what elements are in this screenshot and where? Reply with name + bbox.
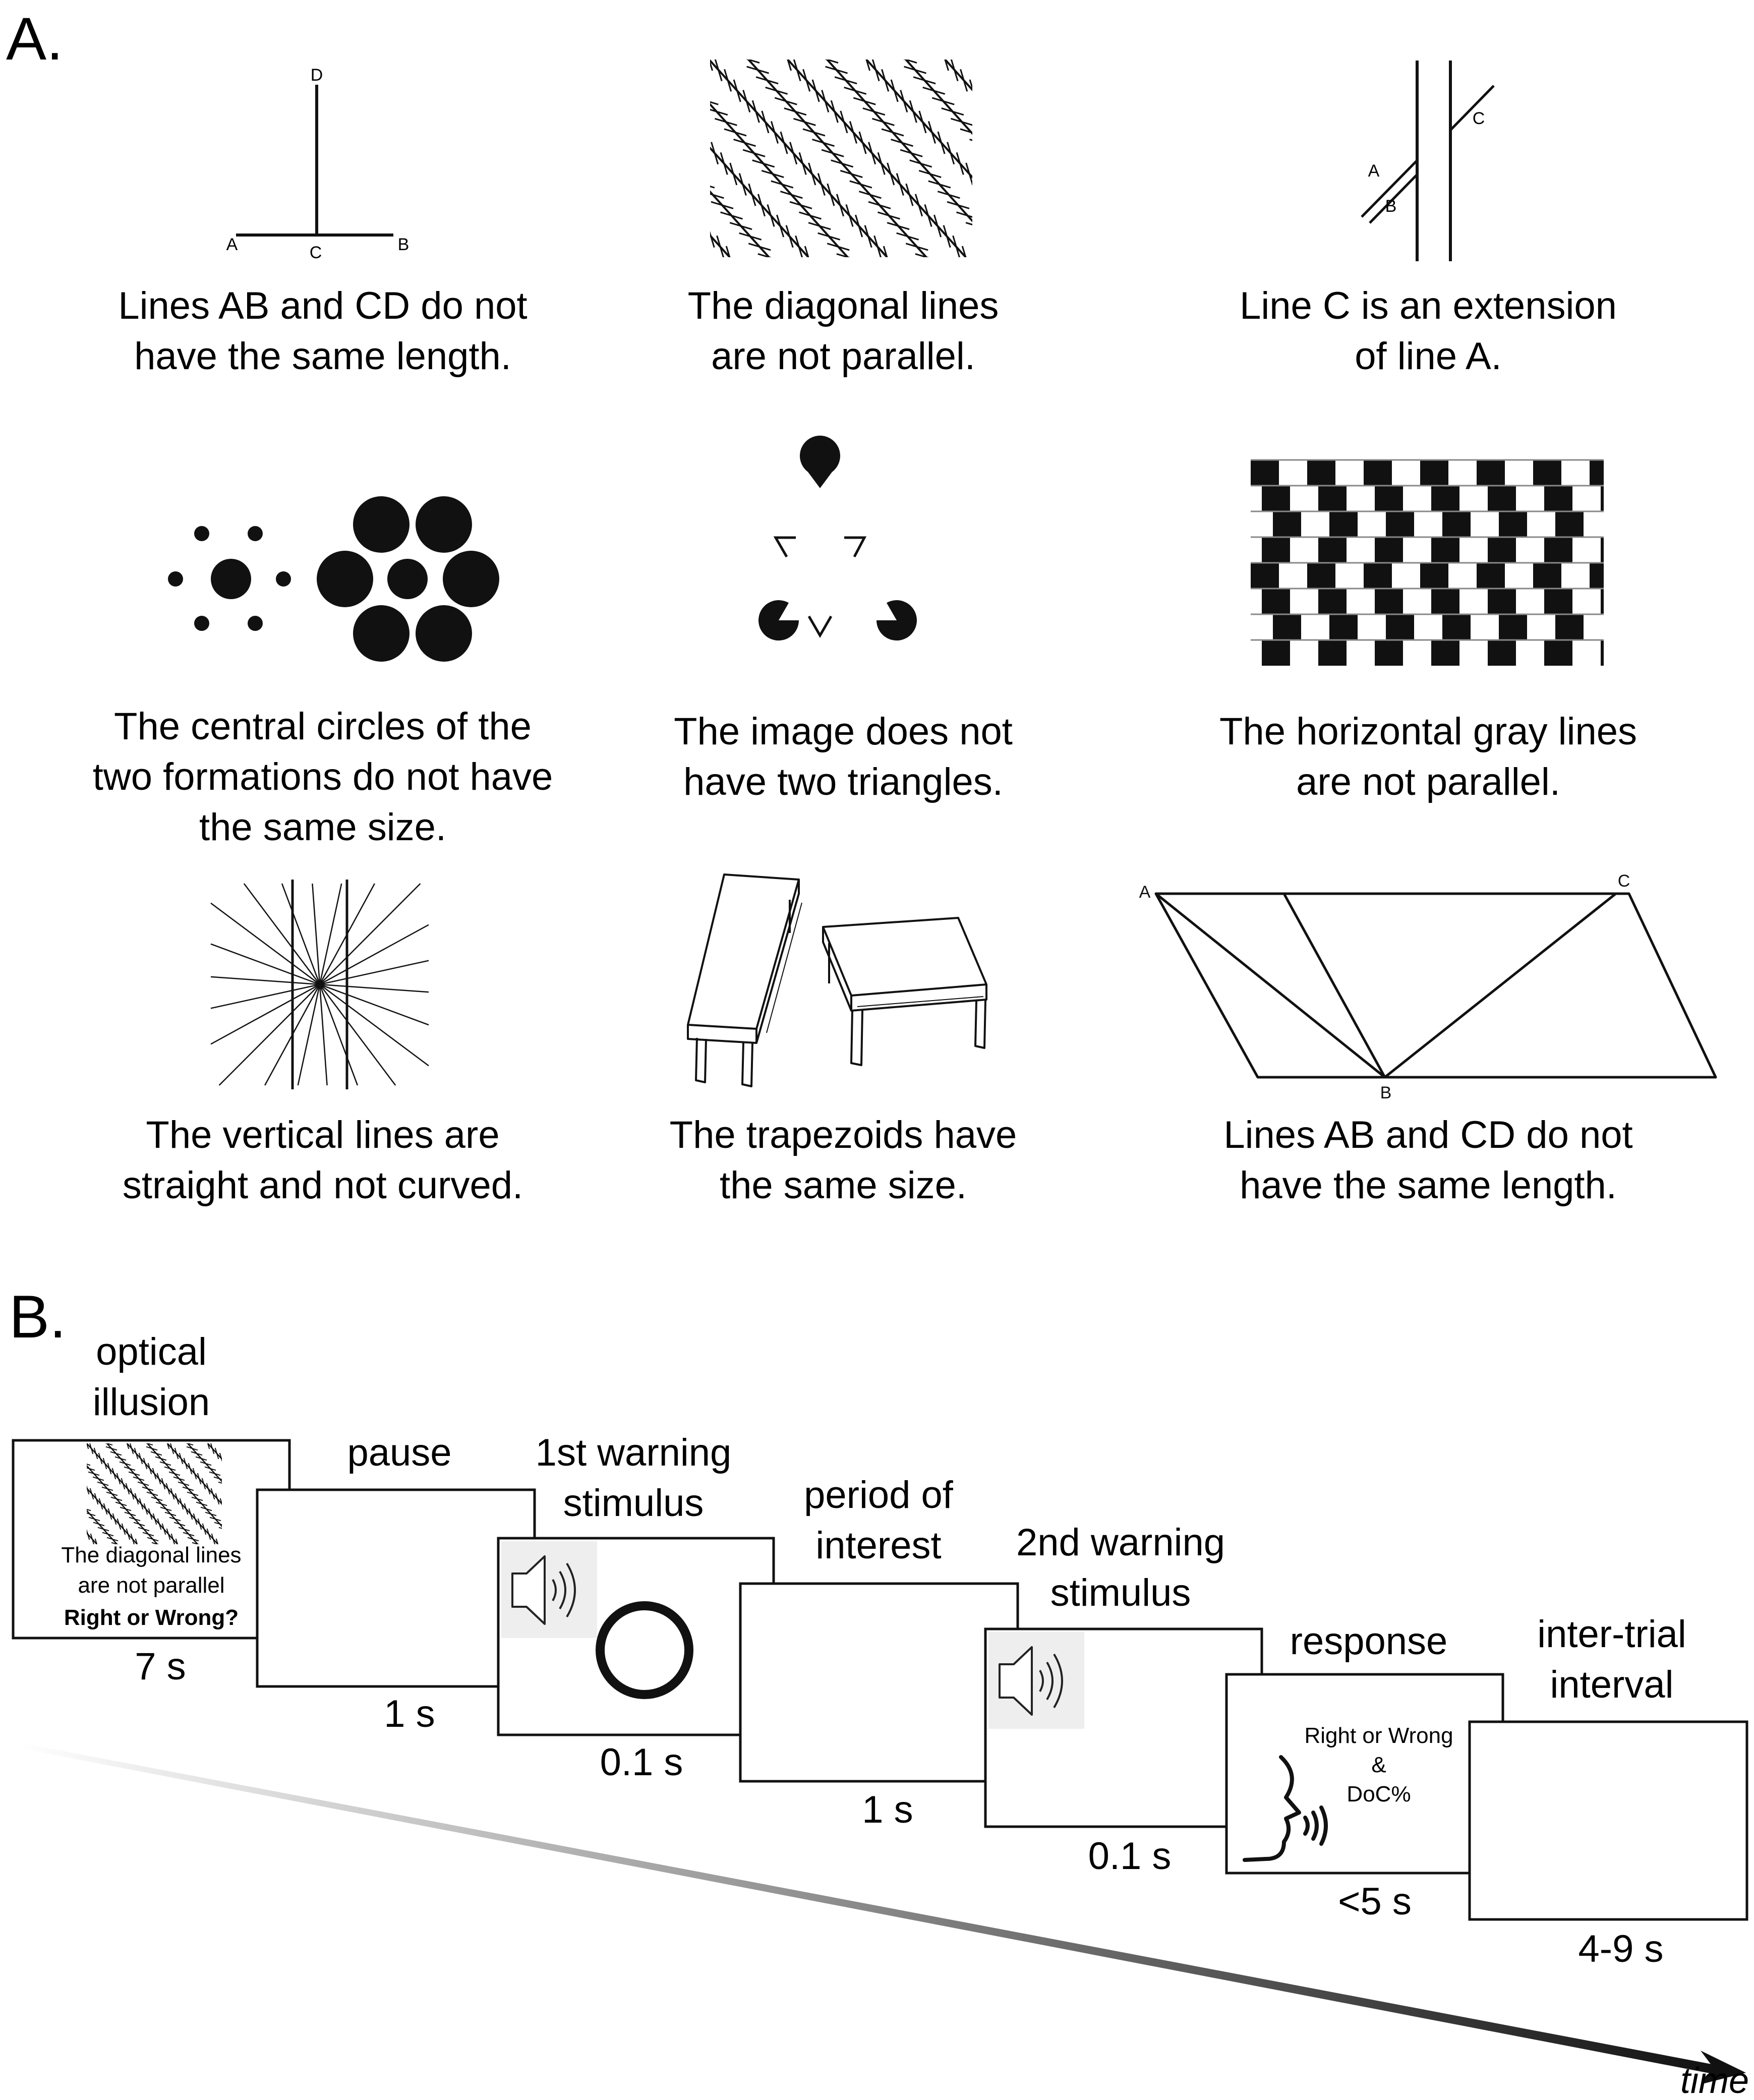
panel-b-label: B.: [9, 1283, 66, 1351]
svg-text:have the same length.: have the same length.: [134, 335, 511, 378]
ebbinghaus-illusion: [168, 496, 499, 662]
letter-b: B: [1385, 197, 1397, 216]
svg-text:response: response: [1290, 1620, 1448, 1663]
letter-a: A: [226, 235, 238, 254]
sander-parallelogram: A C B: [1139, 871, 1717, 1102]
cafe-wall-illusion: [1251, 459, 1604, 666]
svg-text:the same size.: the same size.: [720, 1164, 967, 1207]
caption-4: The central circles of the two formation…: [93, 705, 553, 849]
letter-a: A: [1139, 883, 1151, 902]
stage-7-duration: 4-9 s: [1578, 1928, 1664, 1970]
svg-text:the same size.: the same size.: [199, 806, 446, 849]
stage-2-duration: 1 s: [384, 1693, 435, 1735]
t-illusion: D A C B: [226, 66, 410, 262]
svg-text:The central circles of the: The central circles of the: [114, 705, 532, 748]
caption-1: Lines AB and CD do not have the same len…: [118, 284, 527, 378]
svg-text:The trapezoids have: The trapezoids have: [670, 1114, 1017, 1156]
letter-a: A: [1368, 161, 1380, 181]
svg-text:have the same length.: have the same length.: [1240, 1164, 1617, 1207]
shepard-tables: [687, 873, 987, 1087]
stage-1-duration: 7 s: [135, 1645, 186, 1688]
stage-3-duration: 0.1 s: [600, 1741, 683, 1784]
speaker-icon: [501, 1541, 597, 1638]
svg-text:interest: interest: [815, 1524, 941, 1567]
letter-c: C: [310, 243, 322, 262]
time-arrow: [18, 1743, 1746, 2084]
stage-2-title: pause: [347, 1431, 451, 1474]
caption-3: Line C is an extension of line A.: [1240, 284, 1617, 378]
stage-6-text-line1: Right or Wrong: [1304, 1723, 1453, 1748]
speaker-icon: [988, 1632, 1084, 1729]
time-label: time: [1680, 2061, 1749, 2100]
circle-icon: [596, 1601, 693, 1699]
svg-text:pause: pause: [347, 1431, 451, 1474]
svg-text:period of: period of: [804, 1474, 954, 1516]
svg-text:The diagonal lines: The diagonal lines: [688, 284, 999, 327]
svg-text:The vertical lines are: The vertical lines are: [146, 1114, 499, 1156]
svg-text:stimulus: stimulus: [1050, 1571, 1191, 1614]
svg-text:2nd warning: 2nd warning: [1016, 1521, 1225, 1564]
caption-7: The vertical lines are straight and not …: [123, 1114, 523, 1207]
svg-text:illusion: illusion: [93, 1381, 210, 1424]
svg-text:inter-trial: inter-trial: [1537, 1613, 1686, 1656]
svg-text:of line A.: of line A.: [1355, 335, 1502, 378]
svg-text:Lines AB and CD do not: Lines AB and CD do not: [1223, 1114, 1632, 1156]
svg-text:The horizontal gray lines: The horizontal gray lines: [1219, 710, 1637, 753]
svg-text:Line C is an extension: Line C is an extension: [1240, 284, 1617, 327]
hering-illusion: [210, 880, 429, 1089]
stage-7-title: inter-trial interval: [1537, 1613, 1686, 1706]
speaking-head-icon: [1243, 1755, 1328, 1862]
stage-pause-box: [256, 1488, 536, 1688]
stage-1-title: optical illusion: [93, 1330, 210, 1424]
letter-c: C: [1473, 109, 1485, 128]
svg-text:straight and not curved.: straight and not curved.: [123, 1164, 523, 1207]
svg-text:have two triangles.: have two triangles.: [683, 761, 1003, 803]
stage-5-duration: 0.1 s: [1088, 1835, 1172, 1878]
stage-1-text-line2: are not parallel: [78, 1573, 224, 1598]
svg-text:Lines AB and CD do not: Lines AB and CD do not: [118, 284, 527, 327]
stage-6-text-line3: DoC%: [1347, 1782, 1411, 1806]
poggendorff-illusion: A B C: [1361, 61, 1495, 261]
stage-3-title: 1st warning stimulus: [536, 1431, 732, 1525]
stage-1-question: Right or Wrong?: [64, 1605, 239, 1630]
svg-text:The image does not: The image does not: [674, 710, 1013, 753]
stage-4-title: period of interest: [804, 1474, 954, 1567]
letter-b: B: [1380, 1083, 1392, 1102]
stage-inter-trial-box: [1468, 1720, 1748, 1921]
caption-5: The image does not have two triangles.: [674, 710, 1013, 803]
caption-6: The horizontal gray lines are not parall…: [1219, 710, 1637, 803]
caption-2: The diagonal lines are not parallel.: [688, 284, 999, 378]
svg-text:are not parallel.: are not parallel.: [1296, 761, 1560, 803]
letter-b: B: [398, 235, 410, 254]
stage-1-text-line1: The diagonal lines: [61, 1543, 241, 1567]
stage-period-of-interest-box: [739, 1582, 1019, 1783]
stage-4-duration: 1 s: [862, 1788, 913, 1831]
svg-text:optical: optical: [96, 1330, 207, 1373]
stage-response-box: [1225, 1673, 1504, 1875]
stage-6-duration: <5 s: [1338, 1880, 1412, 1923]
svg-text:1st warning: 1st warning: [536, 1431, 732, 1474]
caption-8: The trapezoids have the same size.: [670, 1114, 1017, 1207]
stage-6-text-line2: &: [1371, 1753, 1386, 1777]
svg-text:two formations do not have: two formations do not have: [93, 755, 553, 798]
letter-c: C: [1618, 871, 1630, 891]
panel-a-label: A.: [6, 5, 63, 73]
zollner-thumbnail: [87, 1443, 222, 1544]
letter-d: D: [311, 66, 323, 85]
svg-text:are not parallel.: are not parallel.: [711, 335, 975, 378]
svg-text:interval: interval: [1550, 1663, 1674, 1706]
kanizsa-triangle: [758, 435, 917, 641]
stage-6-title: response: [1290, 1620, 1448, 1663]
svg-text:stimulus: stimulus: [563, 1482, 704, 1525]
zollner-illusion: [710, 60, 972, 257]
caption-9: Lines AB and CD do not have the same len…: [1223, 1114, 1632, 1207]
stage-5-title: 2nd warning stimulus: [1016, 1521, 1225, 1614]
